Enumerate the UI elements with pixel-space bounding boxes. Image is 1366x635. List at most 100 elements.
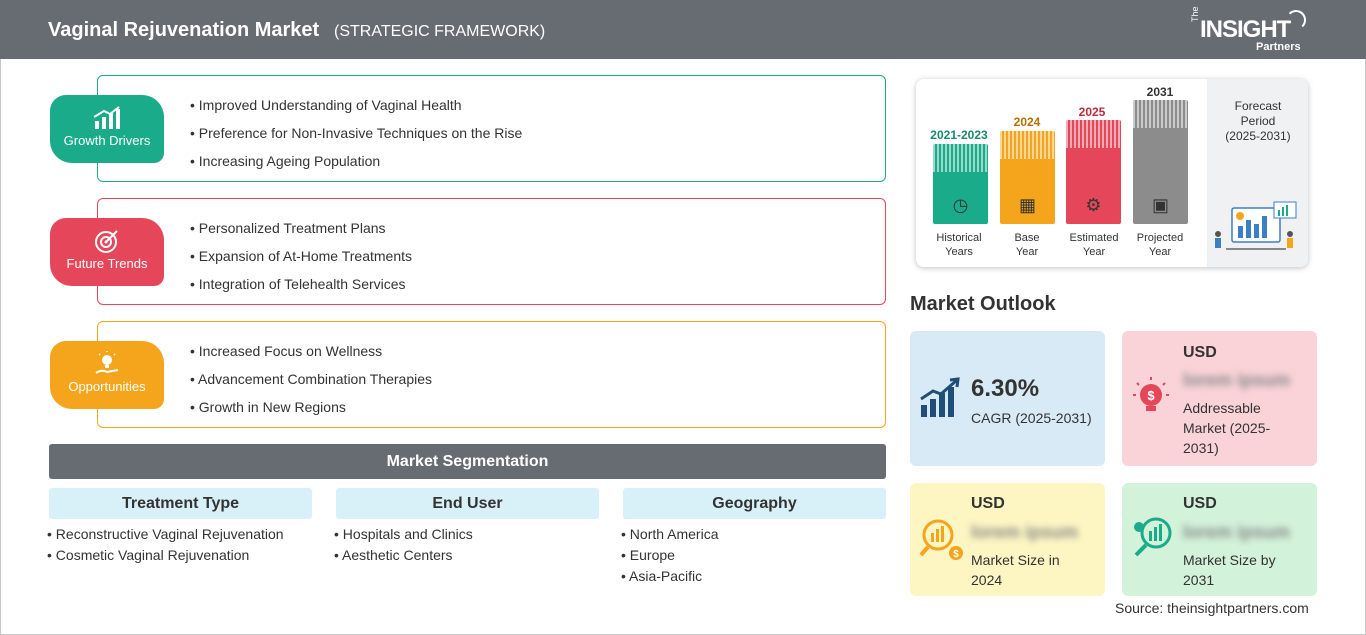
growth-drivers-badge: Growth Drivers [50, 95, 164, 163]
timeline-label-line2: Year [1015, 246, 1039, 258]
list-item: North America [621, 524, 719, 545]
label-line: Market Size by [1183, 552, 1276, 568]
timeline-year-projected: 2031 [1146, 85, 1174, 99]
growth-chart-icon [93, 106, 120, 129]
market-outlook-title: Market Outlook [910, 293, 1056, 315]
label-line: 2031) [1183, 440, 1219, 456]
bar-hatch [1066, 120, 1121, 148]
list-item: Reconstructive Vaginal Rejuvenation [47, 524, 284, 545]
market-size-2031-card [1122, 483, 1317, 596]
list-item: Expansion of At-Home Treatments [190, 246, 412, 274]
list-item: Integration of Telehealth Services [190, 274, 412, 302]
timeline-label-line2: Year [1082, 246, 1106, 258]
bar-hatch [1133, 100, 1188, 128]
list-item: Cosmetic Vaginal Rejuvenation [47, 545, 284, 566]
growth-drivers-list: Improved Understanding of Vaginal Health… [190, 95, 522, 179]
timeline-label-line2: Years [945, 246, 973, 258]
opportunities-badge: Opportunities [50, 341, 164, 409]
timeline-year-base: 2024 [1013, 115, 1041, 129]
rising-bar-chart-icon [920, 377, 960, 417]
growth-drivers-label: Growth Drivers [63, 133, 151, 148]
logo-partners: Partners [1256, 41, 1301, 53]
addressable-market-card: $ [1122, 331, 1317, 466]
presentation-icon: ▣ [1151, 195, 1170, 215]
future-trends-box: Personalized Treatment Plans Expansion o… [97, 198, 886, 305]
label-line: Market Size in [971, 552, 1060, 568]
segment-heading-geography: Geography [623, 488, 886, 519]
timeline-label-line2: Year [1148, 246, 1172, 258]
timeline-label-line1: Base [1014, 232, 1040, 244]
svg-text:$: $ [1147, 388, 1155, 403]
market-size-2024-currency: USD [971, 495, 1005, 512]
list-item: Advancement Combination Therapies [190, 369, 432, 397]
list-item: Europe [621, 545, 719, 566]
timeline-year-estimated: 2025 [1078, 105, 1106, 119]
page-title: Vaginal Rejuvenation Market [48, 19, 320, 41]
list-item: Asia-Pacific [621, 566, 719, 587]
list-item: Personalized Treatment Plans [190, 218, 412, 246]
clock-icon: ◷ [952, 195, 969, 215]
opportunities-box: Increased Focus on Wellness Advancement … [97, 321, 886, 428]
source-link[interactable]: Source: theinsightpartners.com [1115, 600, 1309, 616]
forecast-period-title: Forecast Period (2025-2031) [1216, 99, 1300, 144]
calendar-icon: ▦ [1018, 195, 1037, 215]
list-item: Increased Focus on Wellness [190, 341, 432, 369]
timeline-label-line1: Historical [936, 232, 982, 244]
opportunities-label: Opportunities [68, 379, 146, 394]
forecast-line1: Forecast [1234, 99, 1282, 113]
cagr-value: 6.30% [971, 375, 1040, 402]
logo-name: INSIGHT [1200, 16, 1291, 43]
timeline-label-base: Base Year [992, 231, 1062, 259]
list-item: Growth in New Regions [190, 397, 432, 425]
svg-text:$: $ [953, 549, 959, 560]
timeline-year-historical: 2021-2023 [930, 128, 988, 142]
market-size-2024-label: Market Size in 2024 [971, 550, 1060, 590]
market-size-2024-card: $ [910, 483, 1105, 596]
timeline-label-line1: Estimated [1069, 232, 1119, 244]
page-subtitle: (STRATEGIC FRAMEWORK) [334, 23, 546, 40]
timeline-bar-projected: ▣ [1133, 100, 1188, 224]
market-size-2024-value: lorem ipsum [971, 522, 1079, 542]
timeline-bar-estimated: ⚙ [1066, 120, 1121, 224]
bar-hatch [933, 144, 988, 172]
list-item: Preference for Non-Invasive Techniques o… [190, 123, 522, 151]
opportunities-list: Increased Focus on Wellness Advancement … [190, 341, 432, 425]
segment-list-geography: North America Europe Asia-Pacific [621, 524, 719, 587]
cagr-label: CAGR (2025-2031) [971, 410, 1092, 426]
market-segmentation-title: Market Segmentation [49, 444, 886, 479]
header-bar: Vaginal Rejuvenation Market (STRATEGIC F… [0, 0, 1366, 59]
timeline-label-estimated: Estimated Year [1059, 231, 1129, 259]
label-line: Market (2025- [1183, 420, 1271, 436]
list-item: Hospitals and Clinics [334, 524, 473, 545]
future-trends-badge: Future Trends [50, 218, 164, 286]
segment-heading-end-user: End User [336, 488, 599, 519]
logo-arc-icon [1286, 10, 1306, 30]
dollar-bulb-icon: $ [1133, 377, 1169, 411]
bar-hatch [1000, 131, 1055, 159]
future-trends-list: Personalized Treatment Plans Expansion o… [190, 218, 412, 302]
gear-chart-icon: ⚙ [1085, 195, 1102, 215]
list-item: Aesthetic Centers [334, 545, 473, 566]
cagr-card [910, 331, 1105, 466]
forecast-line3: (2025-2031) [1225, 129, 1291, 143]
addressable-market-value: lorem ipsum [1183, 370, 1291, 390]
target-icon [95, 230, 118, 253]
segment-list-treatment-type: Reconstructive Vaginal Rejuvenation Cosm… [47, 524, 284, 566]
addressable-market-label: Addressable Market (2025- 2031) [1183, 398, 1270, 458]
logo-the: The [1190, 6, 1200, 22]
segment-heading-treatment-type: Treatment Type [49, 488, 312, 519]
market-size-2031-currency: USD [1183, 495, 1217, 512]
growth-drivers-box: Improved Understanding of Vaginal Health… [97, 75, 886, 182]
timeline-label-projected: Projected Year [1125, 231, 1195, 259]
label-line: 2024 [971, 572, 1003, 588]
segment-list-end-user: Hospitals and Clinics Aesthetic Centers [334, 524, 473, 566]
market-size-2031-value: lorem ipsum [1183, 522, 1291, 542]
market-size-2031-label: Market Size by 2031 [1183, 550, 1276, 590]
addressable-market-currency: USD [1183, 344, 1217, 361]
timeline-bar-base: ▦ [1000, 131, 1055, 224]
insight-partners-logo[interactable]: The INSIGHT Partners [1190, 6, 1310, 54]
future-trends-label: Future Trends [66, 256, 148, 271]
analytics-illustration-icon [1215, 201, 1297, 250]
label-line: 2031 [1183, 572, 1215, 588]
timeline-label-line1: Projected [1136, 232, 1184, 244]
